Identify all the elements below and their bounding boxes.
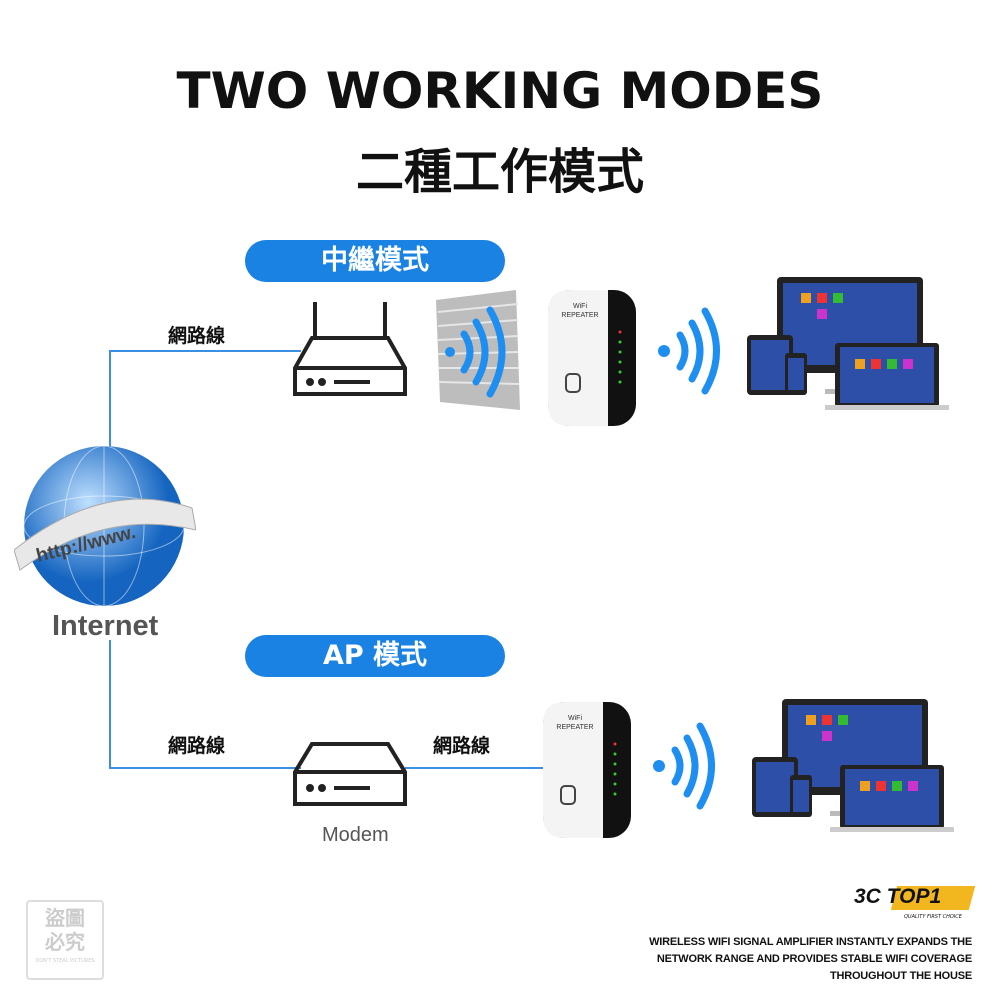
devices-icon xyxy=(752,699,954,832)
page-subtitle: 二種工作模式 xyxy=(355,144,644,200)
cable-label: 網路線 xyxy=(168,325,226,347)
wifi-repeater-device xyxy=(548,290,636,426)
devices-icon xyxy=(747,277,949,410)
brick-wall-icon xyxy=(436,290,520,410)
cable-line xyxy=(109,350,301,352)
logo-tagline: QUALITY FIRST CHOICE xyxy=(904,914,962,920)
cable-label: 網路線 xyxy=(168,735,226,757)
internet-globe-icon: http://www. xyxy=(14,445,196,607)
modem-icon xyxy=(293,742,407,806)
cable-line xyxy=(109,350,111,450)
repeater-mode-pill: 中繼模式 xyxy=(245,240,505,282)
repeater-device-text: WiFi REPEATER xyxy=(561,303,599,319)
footer-text: WIRELESS WIFI SIGNAL AMPLIFIER INSTANTLY… xyxy=(649,936,972,948)
logo-text: 3C TOP1 xyxy=(854,885,942,908)
wifi-signal-icon xyxy=(653,722,715,810)
cable-label: 網路線 xyxy=(433,735,491,757)
internet-label: Internet xyxy=(52,610,159,642)
modem-label: Modem xyxy=(322,824,389,846)
wifi-signal-icon xyxy=(658,307,720,395)
brand-logo: 3C TOP1 QUALITY FIRST CHOICE xyxy=(850,884,976,924)
watermark-text: 盜圖必究 xyxy=(45,906,85,954)
router-icon xyxy=(293,302,407,396)
footer-text: THROUGHOUT THE HOUSE xyxy=(829,970,972,982)
cable-line xyxy=(109,767,301,769)
ap-mode-pill: AP 模式 xyxy=(245,635,505,677)
cable-line xyxy=(405,767,547,769)
page-title: TWO WORKING MODES xyxy=(176,62,824,120)
watermark-caption: DON'T STEAL PICTURES xyxy=(35,958,95,964)
repeater-device-text: WiFi REPEATER xyxy=(556,715,594,731)
watermark-stamp: 盜圖必究 DON'T STEAL PICTURES xyxy=(26,900,104,980)
footer-text: NETWORK RANGE AND PROVIDES STABLE WIFI C… xyxy=(656,953,972,965)
cable-line xyxy=(109,640,111,769)
wifi-repeater-device xyxy=(543,702,631,838)
